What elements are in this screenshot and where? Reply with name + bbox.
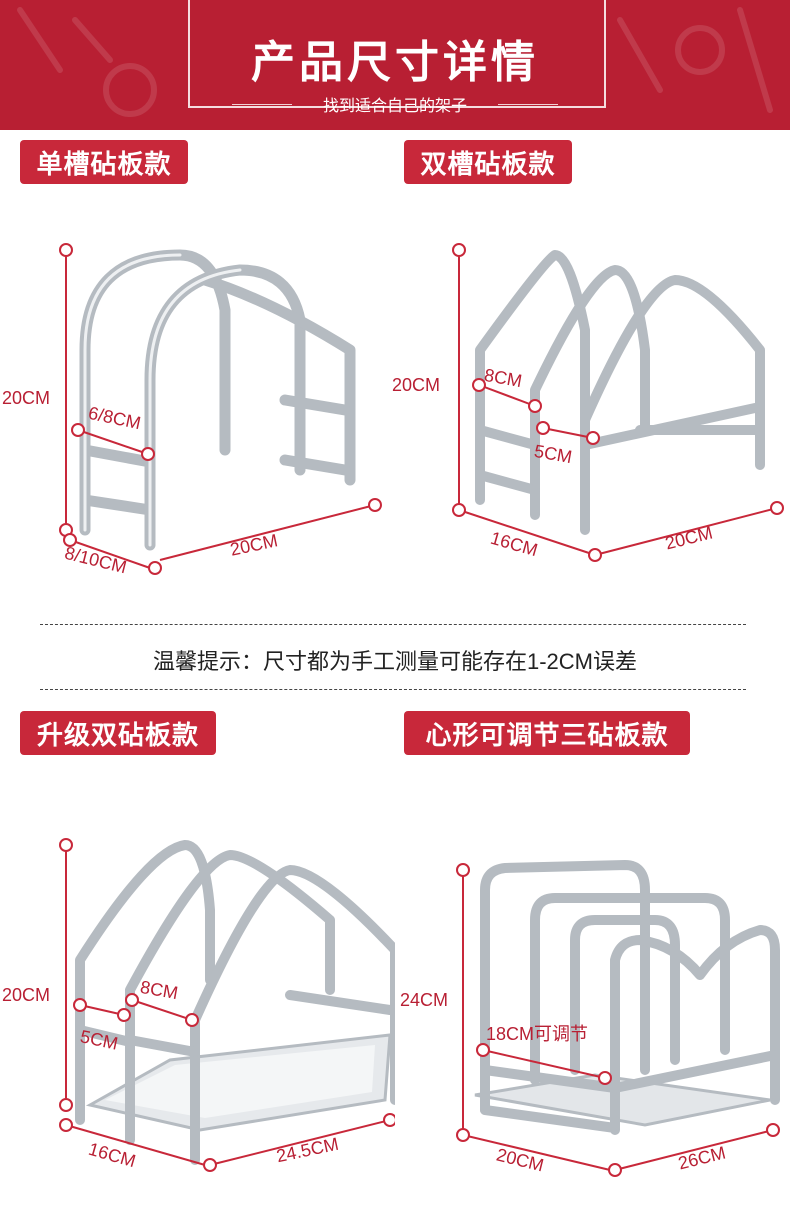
section-label-heart: 心形可调节三砧板款 — [404, 711, 690, 755]
subtitle-line-right — [498, 104, 558, 105]
measurement-notice: 温馨提示：尺寸都为手工测量可能存在1-2CM误差 — [152, 649, 637, 674]
product-single-rack — [59, 243, 382, 575]
divider-bottom — [40, 689, 746, 690]
banner-decoration — [17, 7, 773, 117]
product-double-rack — [452, 243, 784, 562]
dim-height-upgrade: 20CM — [2, 985, 51, 1005]
divider-top — [40, 624, 746, 625]
page-title: 产品尺寸详情 — [251, 38, 539, 87]
product-heart-rack — [456, 860, 780, 1177]
banner-frame — [188, 0, 606, 108]
subtitle-line-left — [232, 104, 292, 105]
dim-adjust-heart: 18CM可调节 — [486, 1024, 589, 1044]
dim-height-single: 20CM — [2, 388, 51, 408]
section-label-double: 双槽砧板款 — [404, 140, 572, 184]
section-label-single: 单槽砧板款 — [20, 140, 188, 184]
section-label-upgrade: 升级双砧板款 — [20, 711, 216, 755]
dim-height-double: 20CM — [392, 375, 441, 395]
dim-height-heart: 24CM — [400, 990, 449, 1010]
product-upgrade-rack — [59, 838, 395, 1172]
header-banner: 产品尺寸详情 找到适合自己的架子 — [0, 0, 790, 130]
page-subtitle: 找到适合自己的架子 — [322, 98, 467, 115]
